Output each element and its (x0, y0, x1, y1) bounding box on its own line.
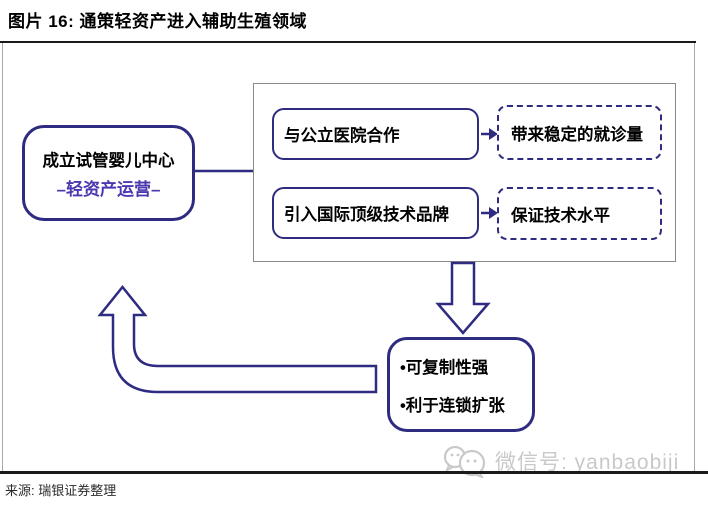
node-ivf-center-line1: 成立试管婴儿中心 (42, 151, 175, 170)
outcome-bullet-chain-expansion: •利于连锁扩张 (400, 396, 505, 415)
figure-frame-left (2, 43, 3, 471)
node-intro-top-tech-brands: 引入国际顶级技术品牌 (272, 187, 479, 239)
node-outcome: •可复制性强 •利于连锁扩张 (387, 337, 535, 432)
bent-block-arrow-up (97, 285, 378, 394)
node-stable-patient-volume: 带来稳定的就诊量 (497, 105, 662, 160)
figure-title: 图片 16: 通策轻资产进入辅助生殖领域 (8, 12, 308, 31)
node-ivf-center-line2: –轻资产运营– (56, 179, 161, 199)
node-ivf-center: 成立试管婴儿中心 –轻资产运营– (22, 125, 195, 221)
watermark-text: 微信号: yanbaobiji (495, 451, 680, 474)
node-cooperate-public-hospitals: 与公立医院合作 (272, 108, 479, 160)
wechat-icon (443, 445, 486, 478)
watermark: 微信号: yanbaobiji (441, 444, 679, 478)
block-arrow-down (435, 261, 491, 335)
source-caption: 来源: 瑞银证券整理 (5, 483, 117, 498)
figure-frame-right (694, 43, 695, 471)
node-guarantee-tech-level: 保证技术水平 (497, 187, 662, 240)
figure-bottom-line (0, 471, 708, 474)
outcome-bullet-replicable: •可复制性强 (400, 358, 489, 377)
title-divider-line (0, 41, 696, 43)
